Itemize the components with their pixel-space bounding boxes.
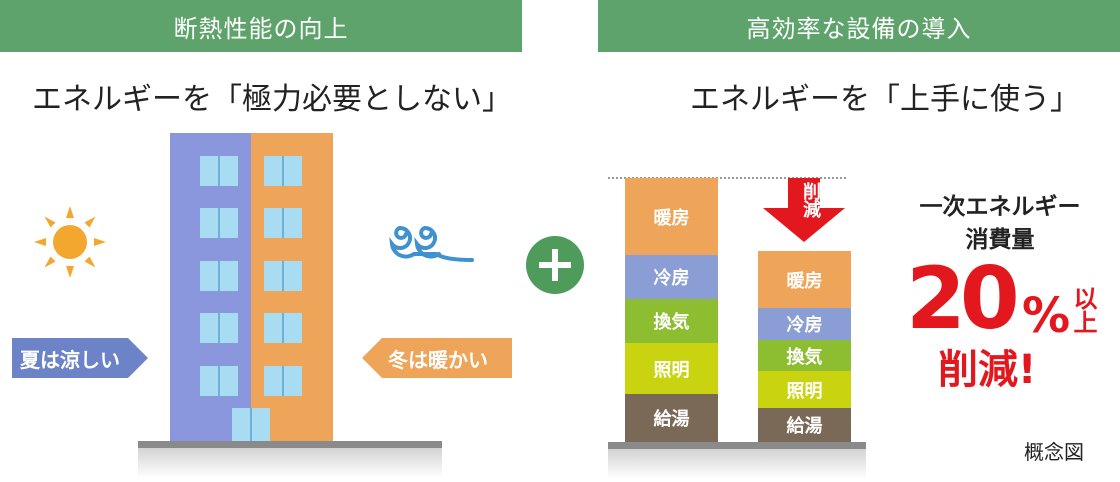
reduction-arrow-label: 削減 (800, 182, 821, 218)
plus-icon (526, 236, 584, 294)
after-hotwater-label: 給湯 (786, 416, 823, 437)
after-heating: 暖房 (758, 251, 851, 308)
result-sakugen: 削減! (938, 347, 1037, 393)
before-lighting-label: 照明 (653, 359, 690, 381)
window (264, 366, 302, 396)
after-lighting-label: 照明 (786, 380, 823, 402)
concept-note: 概念図 (1024, 440, 1084, 464)
sun-icon (34, 206, 106, 278)
window (200, 366, 238, 396)
before-lighting: 照明 (625, 343, 718, 394)
before-cooling-label: 冷房 (653, 268, 690, 289)
result-percent: % (1022, 288, 1071, 344)
before-ventilation: 換気 (625, 299, 718, 343)
window (264, 261, 302, 291)
banner-equipment: 高効率な設備の導入 (598, 0, 1120, 52)
summer-label: 夏は涼しい (20, 347, 120, 372)
window (264, 313, 302, 343)
before-cooling: 冷房 (625, 255, 718, 299)
after-cooling: 冷房 (758, 308, 851, 340)
window (200, 313, 238, 343)
wind-icon (389, 225, 474, 262)
subtitle-right: エネルギーを「上手に使う」 (690, 82, 1080, 117)
banner-equipment-label: 高効率な設備の導入 (746, 14, 972, 43)
banner-insulation: 断熱性能の向上 (0, 0, 522, 52)
before-hotwater: 給湯 (625, 394, 718, 442)
after-ventilation-label: 換気 (786, 346, 823, 368)
banner-insulation-label: 断熱性能の向上 (173, 14, 349, 43)
reference-dotted-line (608, 177, 846, 179)
subtitle-left: エネルギーを「極力必要としない」 (32, 82, 512, 117)
winter-tag: 冬は暖かい (362, 338, 512, 378)
chart-ground (608, 442, 866, 449)
after-cooling-label: 冷房 (786, 315, 823, 336)
summer-tag: 夏は涼しい (12, 338, 148, 378)
after-heating-label: 暖房 (786, 270, 823, 292)
window (264, 156, 302, 186)
window (200, 261, 238, 291)
after-lighting: 照明 (758, 371, 851, 408)
result-ijo: 以上 (1069, 286, 1097, 334)
after-hotwater: 給湯 (758, 408, 851, 442)
result-line2: 消費量 (965, 227, 1035, 253)
window (200, 208, 238, 238)
building-door-divider (250, 408, 252, 441)
building-ground (138, 441, 442, 448)
window (200, 156, 238, 186)
window (264, 208, 302, 238)
before-ventilation-label: 換気 (653, 312, 690, 333)
down-arrow-icon (763, 178, 845, 242)
result-line1: 一次エネルギー (919, 194, 1081, 220)
after-ventilation: 換気 (758, 340, 851, 371)
winter-label: 冬は暖かい (388, 347, 488, 372)
result-number: 20 (906, 249, 1020, 349)
chart-shadow (608, 449, 866, 479)
before-heating: 暖房 (625, 178, 718, 255)
before-heating-label: 暖房 (653, 207, 690, 229)
building-shadow (138, 448, 442, 478)
before-hotwater-label: 給湯 (653, 409, 690, 430)
